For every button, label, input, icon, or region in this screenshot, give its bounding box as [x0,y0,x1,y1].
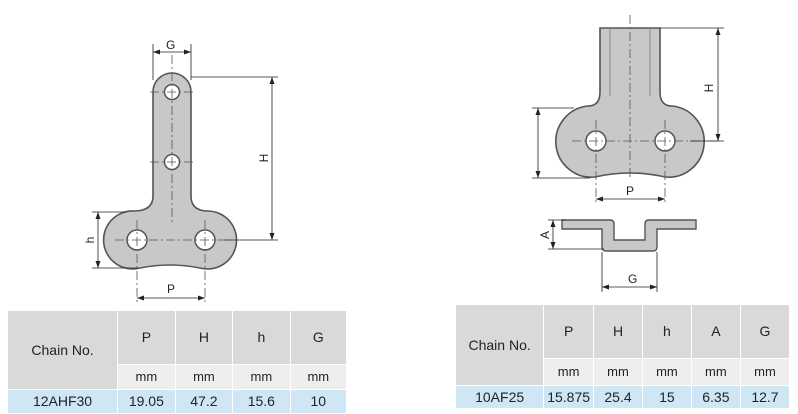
left-dimension-arrows [95,49,275,301]
unit-cell: mm [593,358,644,386]
right-dim-label-a: A [538,231,552,239]
unit-cell: mm [290,364,348,390]
left-attachment-plate [102,72,238,270]
value-g: 10 [290,389,348,414]
unit-cell: mm [691,358,741,386]
header-p: P [543,305,594,359]
header-p: P [117,311,176,365]
table-row: 10AF25 15.875 25.4 15 6.35 12.7 [456,385,791,409]
unit-cell: mm [232,364,291,390]
value-h-small: 15.6 [232,389,291,414]
table-row: 12AHF30 19.05 47.2 15.6 10 [8,389,348,414]
right-dim-label-h: H [702,84,716,93]
value-h-large: 25.4 [593,385,644,409]
right-dimension-lines [532,27,724,200]
right-dim-label-p: P [626,184,634,198]
value-h-large: 47.2 [175,389,234,414]
header-h-large: H [175,311,234,365]
unit-cell: mm [543,358,594,386]
left-part-drawing: G H h P [83,38,278,305]
right-dim-label-g: G [628,272,637,286]
header-h-large: H [593,305,644,359]
right-dimension-arrows [535,28,721,202]
unit-cell: mm [175,364,234,390]
header-g: G [740,305,791,359]
value-g: 12.7 [740,385,791,409]
chain-no-header: Chain No. [456,305,545,386]
right-side-view-profile [561,219,697,252]
value-p: 15.875 [543,385,594,409]
right-part-drawing: H P A G [532,15,724,292]
left-dim-label-h-large: H [257,154,271,163]
left-spec-table: Chain No. P H h G mm mm mm mm 12AHF30 19… [8,311,348,414]
unit-cell: mm [117,364,176,390]
header-h-small: h [642,305,692,359]
left-dim-label-g: G [166,38,175,52]
left-dim-label-h-small: h [83,237,97,244]
unit-cell: mm [642,358,692,386]
value-a: 6.35 [691,385,741,409]
chain-no-value: 12AHF30 [8,389,119,414]
unit-cell: mm [740,358,791,386]
right-side-dimension-arrows [550,220,657,290]
chain-no-value: 10AF25 [456,385,545,409]
value-p: 19.05 [117,389,176,414]
left-center-lines [115,55,228,305]
left-dim-label-p: P [167,282,175,296]
value-h-small: 15 [642,385,692,409]
right-spec-table: Chain No. P H h A G mm mm mm mm mm 10AF2… [456,305,791,409]
chain-no-header: Chain No. [8,311,119,390]
header-a: A [691,305,741,359]
header-g: G [290,311,348,365]
header-h-small: h [232,311,291,365]
